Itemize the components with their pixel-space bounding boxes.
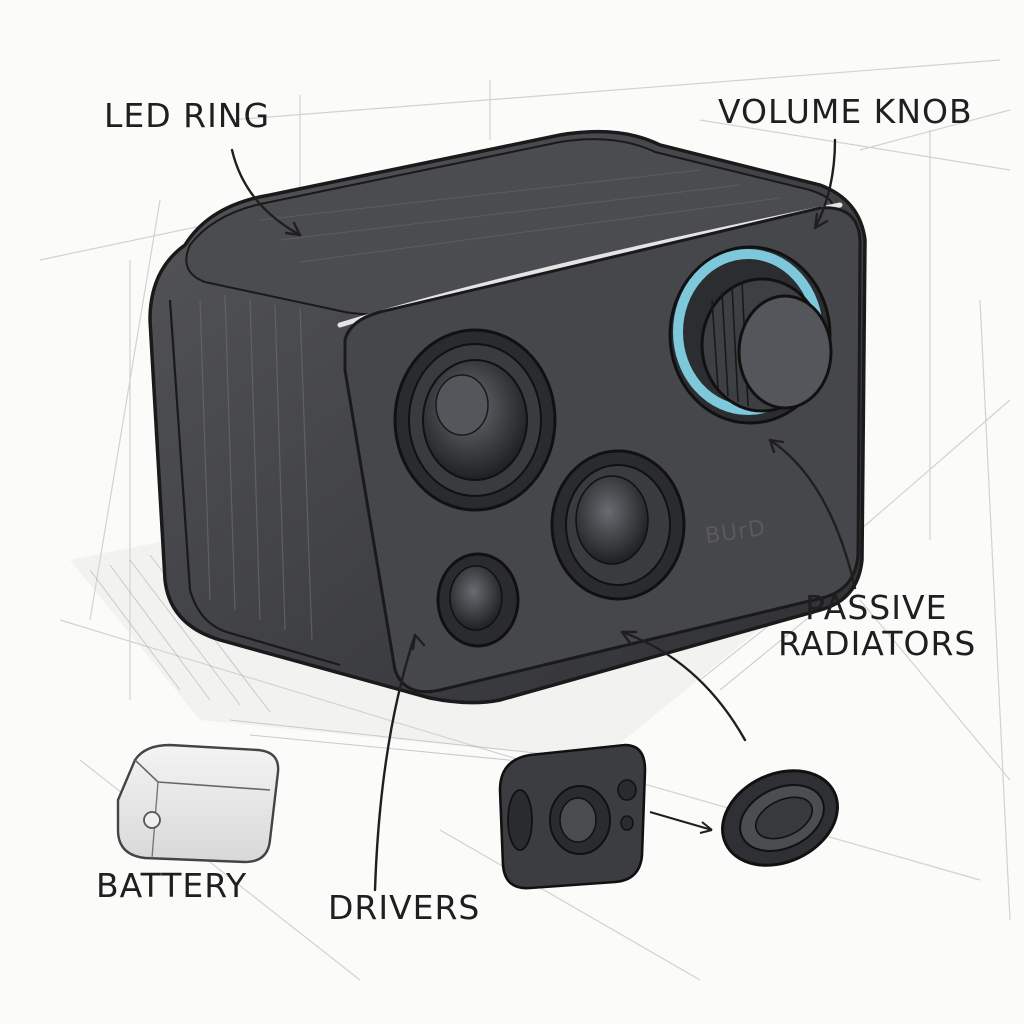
- label-drivers: DRIVERS: [328, 888, 481, 927]
- large-driver: [393, 328, 557, 512]
- medium-driver: [550, 449, 686, 601]
- leader-lines: [230, 138, 857, 892]
- label-led-ring: LED RING: [104, 96, 271, 135]
- label-passive-radiators-line1: PASSIVE: [805, 588, 948, 627]
- battery-illustration: [116, 743, 280, 864]
- connector-arrow: [649, 811, 713, 834]
- volume-knob: [668, 245, 833, 425]
- label-battery: BATTERY: [96, 866, 248, 905]
- label-passive-radiators-line2: RADIATORS: [778, 624, 977, 663]
- driver-module-illustration: [498, 743, 647, 890]
- label-volume-knob: VOLUME KNOB: [718, 92, 973, 131]
- tweeter: [436, 552, 520, 648]
- passive-radiator-illustration: [721, 769, 839, 867]
